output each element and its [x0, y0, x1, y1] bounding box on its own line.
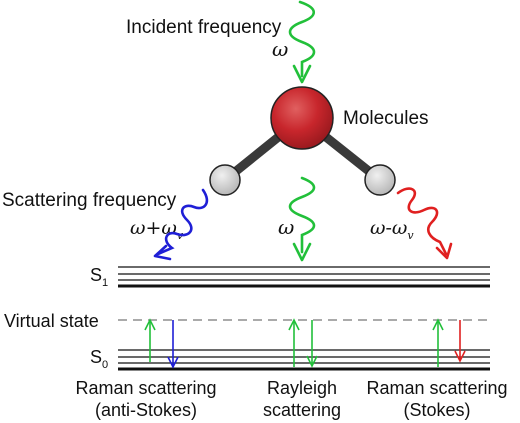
- anti-stokes-arrowhead: [153, 244, 172, 261]
- virtual-state-label: Virtual state: [4, 311, 99, 331]
- molecule-right-atom: [364, 164, 396, 196]
- anti-stokes-caption-line2: (anti-Stokes): [95, 400, 197, 420]
- incident-wave-arrow: [288, 0, 316, 78]
- s0-label: S0: [90, 347, 108, 371]
- s1-level-group: [118, 266, 490, 288]
- rayleigh-arrowhead: [292, 242, 312, 262]
- rayleigh-frequency-label: ω: [278, 215, 294, 239]
- incident-omega-label: ω: [272, 37, 288, 61]
- anti-stokes-wave-arrow: [156, 188, 209, 256]
- rayleigh-wave-arrow: [288, 176, 316, 254]
- rayleigh-caption-line1: Rayleigh: [267, 378, 337, 398]
- stokes-frequency-label: ω-ωv: [370, 217, 414, 242]
- s1-label: S1: [90, 265, 108, 289]
- incident-arrowhead: [292, 64, 312, 84]
- stokes-wave-arrow: [396, 187, 448, 256]
- stokes-caption-line2: (Stokes): [403, 400, 470, 420]
- anti-stokes-caption-line1: Raman scattering: [75, 378, 216, 398]
- molecule-central-atom: [270, 86, 334, 150]
- anti-stokes-frequency-label: ω+ωv: [130, 217, 184, 242]
- molecules-label: Molecules: [343, 108, 429, 129]
- stokes-arrowhead: [435, 242, 453, 260]
- molecule-left-atom: [209, 164, 241, 196]
- s0-level-group: [118, 349, 490, 371]
- scattering-frequency-label: Scattering frequency: [2, 190, 177, 211]
- stokes-transitions: [432, 318, 466, 367]
- anti-stokes-transitions: [144, 318, 179, 369]
- rayleigh-transitions: [288, 318, 318, 368]
- rayleigh-caption-line2: scattering: [263, 400, 341, 420]
- incident-frequency-label: Incident frequency: [126, 17, 282, 38]
- stokes-caption-line1: Raman scattering: [366, 378, 507, 398]
